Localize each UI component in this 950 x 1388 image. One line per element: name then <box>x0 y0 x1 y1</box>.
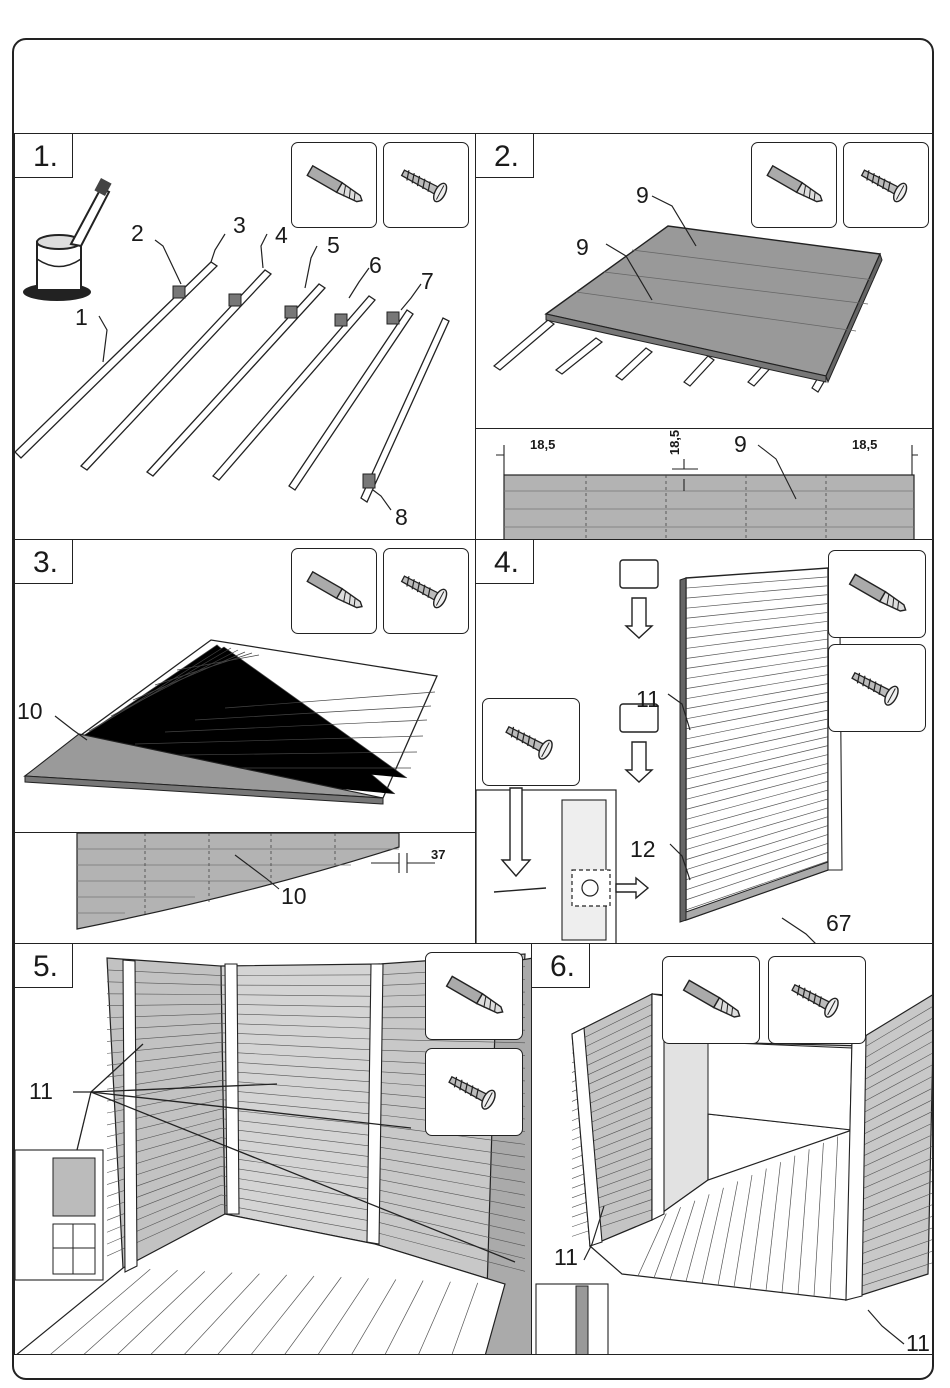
callout-part-10: 10 <box>17 700 43 723</box>
step-number: 2. <box>476 134 534 178</box>
callout-part-11: 11 <box>636 688 660 711</box>
drill-bit-icon <box>292 549 376 633</box>
tool-box <box>425 1048 523 1136</box>
drill-bit-icon <box>426 953 522 1039</box>
screw-icon <box>483 699 579 785</box>
step-5-panel: 5. <box>14 943 532 1355</box>
tool-box <box>291 548 377 634</box>
dimension-left: 18,5 <box>530 437 555 452</box>
step-1-panel: 1. <box>14 133 476 540</box>
screw-icon <box>384 143 468 227</box>
callout-part-11: 11 <box>554 1246 578 1269</box>
callout-part-6: 6 <box>369 254 382 277</box>
step-4-panel: 4. <box>475 539 934 944</box>
step-2-panel: 2. 9 9 <box>475 133 934 429</box>
tool-box <box>768 956 866 1044</box>
step-number: 4. <box>476 540 534 584</box>
tool-box <box>751 142 837 228</box>
drill-bit-icon <box>663 957 759 1043</box>
callout-part-10: 10 <box>281 885 307 908</box>
tool-box <box>383 142 469 228</box>
dimension-center: 18,5 <box>667 430 682 455</box>
dimension-offset: 37 <box>431 847 445 862</box>
instruction-sheet: 1. <box>12 38 934 1380</box>
step-number: 3. <box>15 540 73 584</box>
callout-part-3: 3 <box>233 214 246 237</box>
callout-part-67: 67 <box>826 912 852 935</box>
step-3-detail-panel: 37 10 <box>14 832 476 944</box>
screw-icon <box>829 645 925 731</box>
screw-icon <box>384 549 468 633</box>
screw-icon <box>426 1049 522 1135</box>
callout-part-8: 8 <box>395 506 408 529</box>
tool-box <box>828 550 926 638</box>
step-3-detail-illustration <box>15 833 476 944</box>
paint-can-icon <box>23 178 112 301</box>
drill-bit-icon <box>829 551 925 637</box>
tool-box <box>425 952 523 1040</box>
tool-box <box>383 548 469 634</box>
step-3-panel: 3. 10 <box>14 539 476 833</box>
dimension-right: 18,5 <box>852 437 877 452</box>
callout-part-12: 12 <box>630 838 656 861</box>
callout-part-1: 1 <box>75 306 88 329</box>
callout-part-11: 11 <box>906 1332 930 1355</box>
callout-part-11: 11 <box>29 1080 53 1103</box>
tool-box <box>482 698 580 786</box>
tool-box <box>843 142 929 228</box>
tool-box <box>662 956 760 1044</box>
step-6-panel: 6. 11 11 <box>531 943 934 1355</box>
step-2-detail-panel: 18,5 18,5 18,5 9 <box>475 428 934 540</box>
callout-part-9: 9 <box>636 184 649 207</box>
tool-box <box>291 142 377 228</box>
callout-part-9: 9 <box>734 433 747 456</box>
tool-box <box>828 644 926 732</box>
callout-part-2: 2 <box>131 222 144 245</box>
drill-bit-icon <box>292 143 376 227</box>
drill-bit-icon <box>752 143 836 227</box>
callout-part-9: 9 <box>576 236 589 259</box>
step-number: 6. <box>532 944 590 988</box>
callout-part-4: 4 <box>275 224 288 247</box>
callout-part-7: 7 <box>421 270 434 293</box>
step-number: 1. <box>15 134 73 178</box>
screw-icon <box>844 143 928 227</box>
callout-part-5: 5 <box>327 234 340 257</box>
screw-icon <box>769 957 865 1043</box>
step-number: 5. <box>15 944 73 988</box>
